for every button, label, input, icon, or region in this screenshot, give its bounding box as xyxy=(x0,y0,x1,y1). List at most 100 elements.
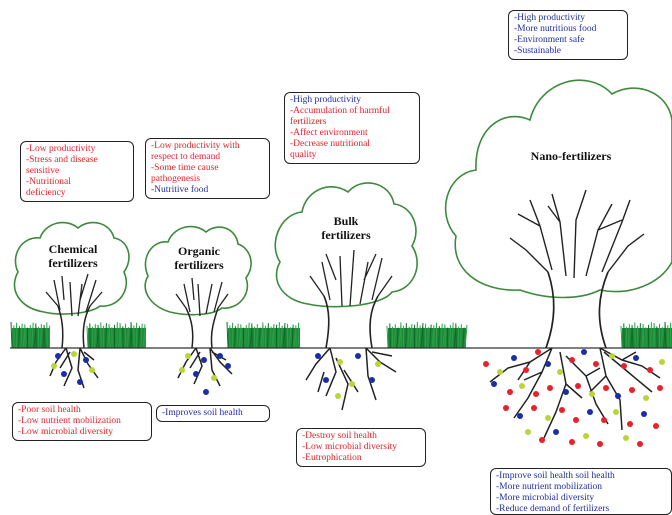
bulk-tree-branches xyxy=(309,249,393,307)
soil-particle xyxy=(61,371,67,377)
soil-particle xyxy=(337,359,343,365)
soil-particle xyxy=(575,383,581,389)
bulk-soil-effects-box: -Destroy soil health-Low microbial diver… xyxy=(296,428,426,467)
grass-blade xyxy=(664,321,667,349)
soil-particle xyxy=(83,357,89,363)
organic-tree-branches xyxy=(175,277,229,317)
grass-blade xyxy=(438,326,440,349)
grass-blade xyxy=(449,325,451,349)
bulk-tree-crown xyxy=(274,182,418,308)
soil-particle xyxy=(89,367,95,373)
soil-particle xyxy=(523,367,529,373)
grass-blade xyxy=(427,327,429,349)
soil-particle xyxy=(519,383,525,389)
soil-particle xyxy=(593,361,599,367)
soil-particle xyxy=(601,417,607,423)
soil-particle xyxy=(641,411,647,417)
soil-particle xyxy=(77,379,83,385)
grass-blade xyxy=(289,327,291,349)
bulk-tree-trunk xyxy=(323,295,379,349)
nano-tree-label: Nano-fertilizers xyxy=(530,149,612,163)
chemical-tree-roots xyxy=(49,347,99,389)
nano-tree-branches xyxy=(509,189,645,279)
chemical-tree-branches xyxy=(45,273,103,317)
box-line: -High productivity xyxy=(514,13,585,23)
grass-blade xyxy=(464,324,468,349)
grass-blade xyxy=(247,322,250,349)
soil-particle xyxy=(557,369,563,375)
soil-particle xyxy=(615,393,621,399)
soil-particle xyxy=(573,417,579,423)
box-line: sensitive xyxy=(26,166,60,176)
grass-blade xyxy=(31,322,34,349)
grass-blade xyxy=(269,326,272,349)
grass-strip xyxy=(10,321,672,349)
grass-blade xyxy=(29,325,31,349)
grass-blade xyxy=(20,323,23,349)
soil-particle xyxy=(535,349,541,355)
box-line: -Low microbial diversity xyxy=(302,442,397,452)
organic-tree-label: Organic fertilizers xyxy=(174,244,224,272)
soil-particle xyxy=(369,377,375,383)
box-line: deficiency xyxy=(26,188,66,198)
nano-tree-crown xyxy=(444,79,672,299)
soil-particle xyxy=(653,423,659,429)
nano-tree-roots xyxy=(489,347,661,439)
grass-blade xyxy=(460,324,462,349)
box-line: -Affect environment xyxy=(290,128,368,138)
grass-blade xyxy=(628,324,630,349)
grass-blade xyxy=(116,322,118,349)
grass-blade xyxy=(280,325,283,349)
grass-blade xyxy=(108,323,111,349)
soil-particle xyxy=(203,389,209,395)
soil-particle xyxy=(647,367,653,373)
grass-blade xyxy=(278,322,280,349)
grass-blade xyxy=(661,327,663,349)
chemical-tree xyxy=(13,221,130,389)
grass-blade xyxy=(407,326,410,349)
box-line: -Nutritive food xyxy=(151,185,209,195)
soil-particle xyxy=(349,381,355,387)
chemical-soil-effects-box: -Poor soil health-Low nutrient mobilizat… xyxy=(12,402,152,441)
soil-particle xyxy=(553,429,559,435)
box-line: -More microbial diversity xyxy=(496,493,595,503)
soil-particle xyxy=(603,385,609,391)
grass-blade xyxy=(650,322,652,349)
soil-particle xyxy=(559,407,565,413)
grass-blade xyxy=(130,321,133,349)
soil-particle xyxy=(621,363,627,369)
grass-patch xyxy=(388,328,466,348)
soil-particle xyxy=(547,385,553,391)
grass-blade xyxy=(653,322,656,349)
soil-particle xyxy=(517,413,523,419)
box-line: -High productivity xyxy=(290,95,361,105)
grass-blade xyxy=(631,324,634,349)
box-line: -Decrease nutritional xyxy=(290,139,370,149)
box-line: -More nutrient mobilization xyxy=(496,482,603,492)
grass-blade xyxy=(236,323,239,349)
soil-particle xyxy=(211,375,217,381)
bulk-tree-label: Bulk fertilizers xyxy=(321,214,371,242)
soil-particle xyxy=(225,363,231,369)
organic-tree-trunk xyxy=(185,307,219,349)
soil-particle xyxy=(531,405,537,411)
soil-particle xyxy=(587,409,593,415)
soil-particle xyxy=(659,359,665,365)
soil-particle xyxy=(201,357,207,363)
grass-blade xyxy=(119,322,122,349)
grass-blade xyxy=(639,323,641,349)
grass-blade xyxy=(10,321,13,349)
grass-blade xyxy=(140,323,143,349)
soil-particle xyxy=(533,391,539,397)
grass-blade xyxy=(226,321,229,349)
grass-blade xyxy=(405,323,407,349)
soil-particle xyxy=(657,385,663,391)
grass-blade xyxy=(94,324,96,349)
organic-tree-roots xyxy=(177,347,233,387)
grass-blade xyxy=(394,324,396,349)
grass-blade xyxy=(267,323,269,349)
box-line: -Stress and disease xyxy=(26,155,98,165)
bulk-effects-box: -High productivity-Accumulation of harmf… xyxy=(284,92,420,164)
chemical-tree-trunk xyxy=(57,305,91,349)
